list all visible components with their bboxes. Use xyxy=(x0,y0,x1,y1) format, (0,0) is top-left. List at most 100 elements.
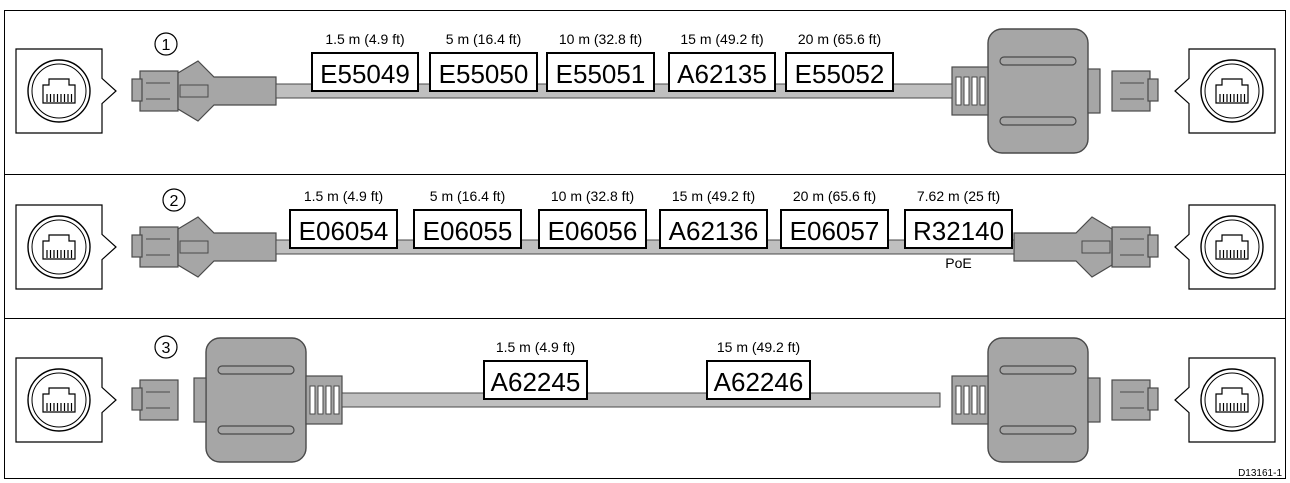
collar-rib xyxy=(971,76,978,106)
rj45-plug-left xyxy=(131,216,277,278)
part-number: E55051 xyxy=(556,59,646,89)
part-number-box xyxy=(483,360,588,400)
collar-rib xyxy=(309,385,316,415)
ferrite-core xyxy=(193,337,343,463)
cable-segment xyxy=(341,392,941,408)
part-number: E55049 xyxy=(320,59,410,89)
cable-part-label: E06055 5 m (16.4 ft) xyxy=(413,188,522,249)
collar-rib xyxy=(963,76,970,106)
plug-body xyxy=(1111,70,1151,112)
part-number-box xyxy=(538,209,647,249)
cable-length: 1.5 m (4.9 ft) xyxy=(325,31,404,47)
part-number: E06054 xyxy=(299,216,389,246)
cable-length: 10 m (32.8 ft) xyxy=(559,31,642,47)
part-number-box xyxy=(904,209,1013,249)
part-number-box xyxy=(668,52,776,92)
plug-latch xyxy=(179,240,209,254)
part-number: A62245 xyxy=(491,367,581,397)
part-number: E55052 xyxy=(795,59,885,89)
diagram-id: D13161-1 xyxy=(1238,468,1282,479)
cable-length: 5 m (16.4 ft) xyxy=(446,31,521,47)
ethernet-socket-icon xyxy=(1174,48,1276,134)
cable-part-label: E55049 1.5 m (4.9 ft) xyxy=(311,31,419,92)
cable-length: 15 m (49.2 ft) xyxy=(672,188,755,204)
part-number: R32140 xyxy=(913,216,1004,246)
plug-tip xyxy=(1147,234,1159,258)
rj45-plug-right xyxy=(1013,216,1159,278)
plug-boot xyxy=(177,60,277,122)
plug-tip xyxy=(131,387,143,411)
plug-body xyxy=(139,379,179,421)
plug-tip xyxy=(131,78,143,102)
cable-length: 20 m (65.6 ft) xyxy=(798,31,881,47)
plug-tip xyxy=(1147,387,1159,411)
collar-rib xyxy=(317,385,324,415)
collar-rib xyxy=(955,76,962,106)
cable-part-label: A62136 15 m (49.2 ft) xyxy=(659,188,768,249)
ferrite-groove xyxy=(999,365,1077,375)
ferrite-core xyxy=(951,337,1101,463)
collar-rib xyxy=(963,385,970,415)
ethernet-socket-icon xyxy=(15,357,117,443)
ferrite-groove xyxy=(217,425,295,435)
cable-length: 5 m (16.4 ft) xyxy=(430,188,505,204)
ferrite-groove xyxy=(999,56,1077,66)
ferrite-groove xyxy=(217,365,295,375)
ethernet-socket-icon xyxy=(1174,204,1276,290)
ferrite-body xyxy=(205,337,307,463)
collar-rib xyxy=(971,385,978,415)
collar-rib xyxy=(955,385,962,415)
plug-boot xyxy=(1013,216,1113,278)
ferrite-step xyxy=(1087,377,1101,423)
part-number-box xyxy=(546,52,655,92)
rj45-plug-right xyxy=(1111,379,1159,421)
part-number-box xyxy=(429,52,538,92)
row-number: 1 xyxy=(162,37,171,54)
cable-part-label: E55050 5 m (16.4 ft) xyxy=(429,31,538,92)
part-number-box xyxy=(780,209,889,249)
part-number-box xyxy=(413,209,522,249)
part-number: E06056 xyxy=(548,216,638,246)
diagram-frame xyxy=(4,10,1286,479)
part-number: A62246 xyxy=(714,367,804,397)
rj45-plug-left xyxy=(131,379,179,421)
cable-part-label: E55051 10 m (32.8 ft) xyxy=(546,31,655,92)
cable-length: 1.5 m (4.9 ft) xyxy=(304,188,383,204)
plug-boot xyxy=(177,216,277,278)
cable-length: 7.62 m (25 ft) xyxy=(917,188,1000,204)
cable-part-label: R32140 7.62 m (25 ft) PoE xyxy=(904,188,1013,271)
cable-part-label: A62245 1.5 m (4.9 ft) xyxy=(483,339,588,400)
ferrite-groove xyxy=(999,425,1077,435)
plug-body xyxy=(139,226,179,268)
ferrite-step xyxy=(1087,68,1101,114)
cable-part-label: E06054 1.5 m (4.9 ft) xyxy=(289,188,398,249)
row-number-circle xyxy=(154,335,178,359)
plug-tip xyxy=(131,234,143,258)
part-number-box xyxy=(785,52,894,92)
ethernet-socket-icon xyxy=(15,48,117,134)
part-number-box xyxy=(706,360,811,400)
plug-body xyxy=(1111,379,1151,421)
cable-length: 1.5 m (4.9 ft) xyxy=(496,339,575,355)
collar-rib xyxy=(325,385,332,415)
part-number: E55050 xyxy=(439,59,529,89)
collar-rib xyxy=(979,76,986,106)
cable-length: 20 m (65.6 ft) xyxy=(793,188,876,204)
row-number-circle xyxy=(162,188,186,212)
row-number-circle xyxy=(154,32,178,56)
part-number: E06055 xyxy=(423,216,513,246)
ferrite-body xyxy=(987,28,1089,154)
plug-tip xyxy=(1147,78,1159,102)
cable-note: PoE xyxy=(945,255,971,271)
rj45-plug-left xyxy=(131,60,277,122)
ethernet-socket-icon xyxy=(1174,357,1276,443)
part-number: A62136 xyxy=(669,216,759,246)
collar-rib xyxy=(333,385,340,415)
cable-length: 15 m (49.2 ft) xyxy=(680,31,763,47)
part-number: A62135 xyxy=(677,59,767,89)
